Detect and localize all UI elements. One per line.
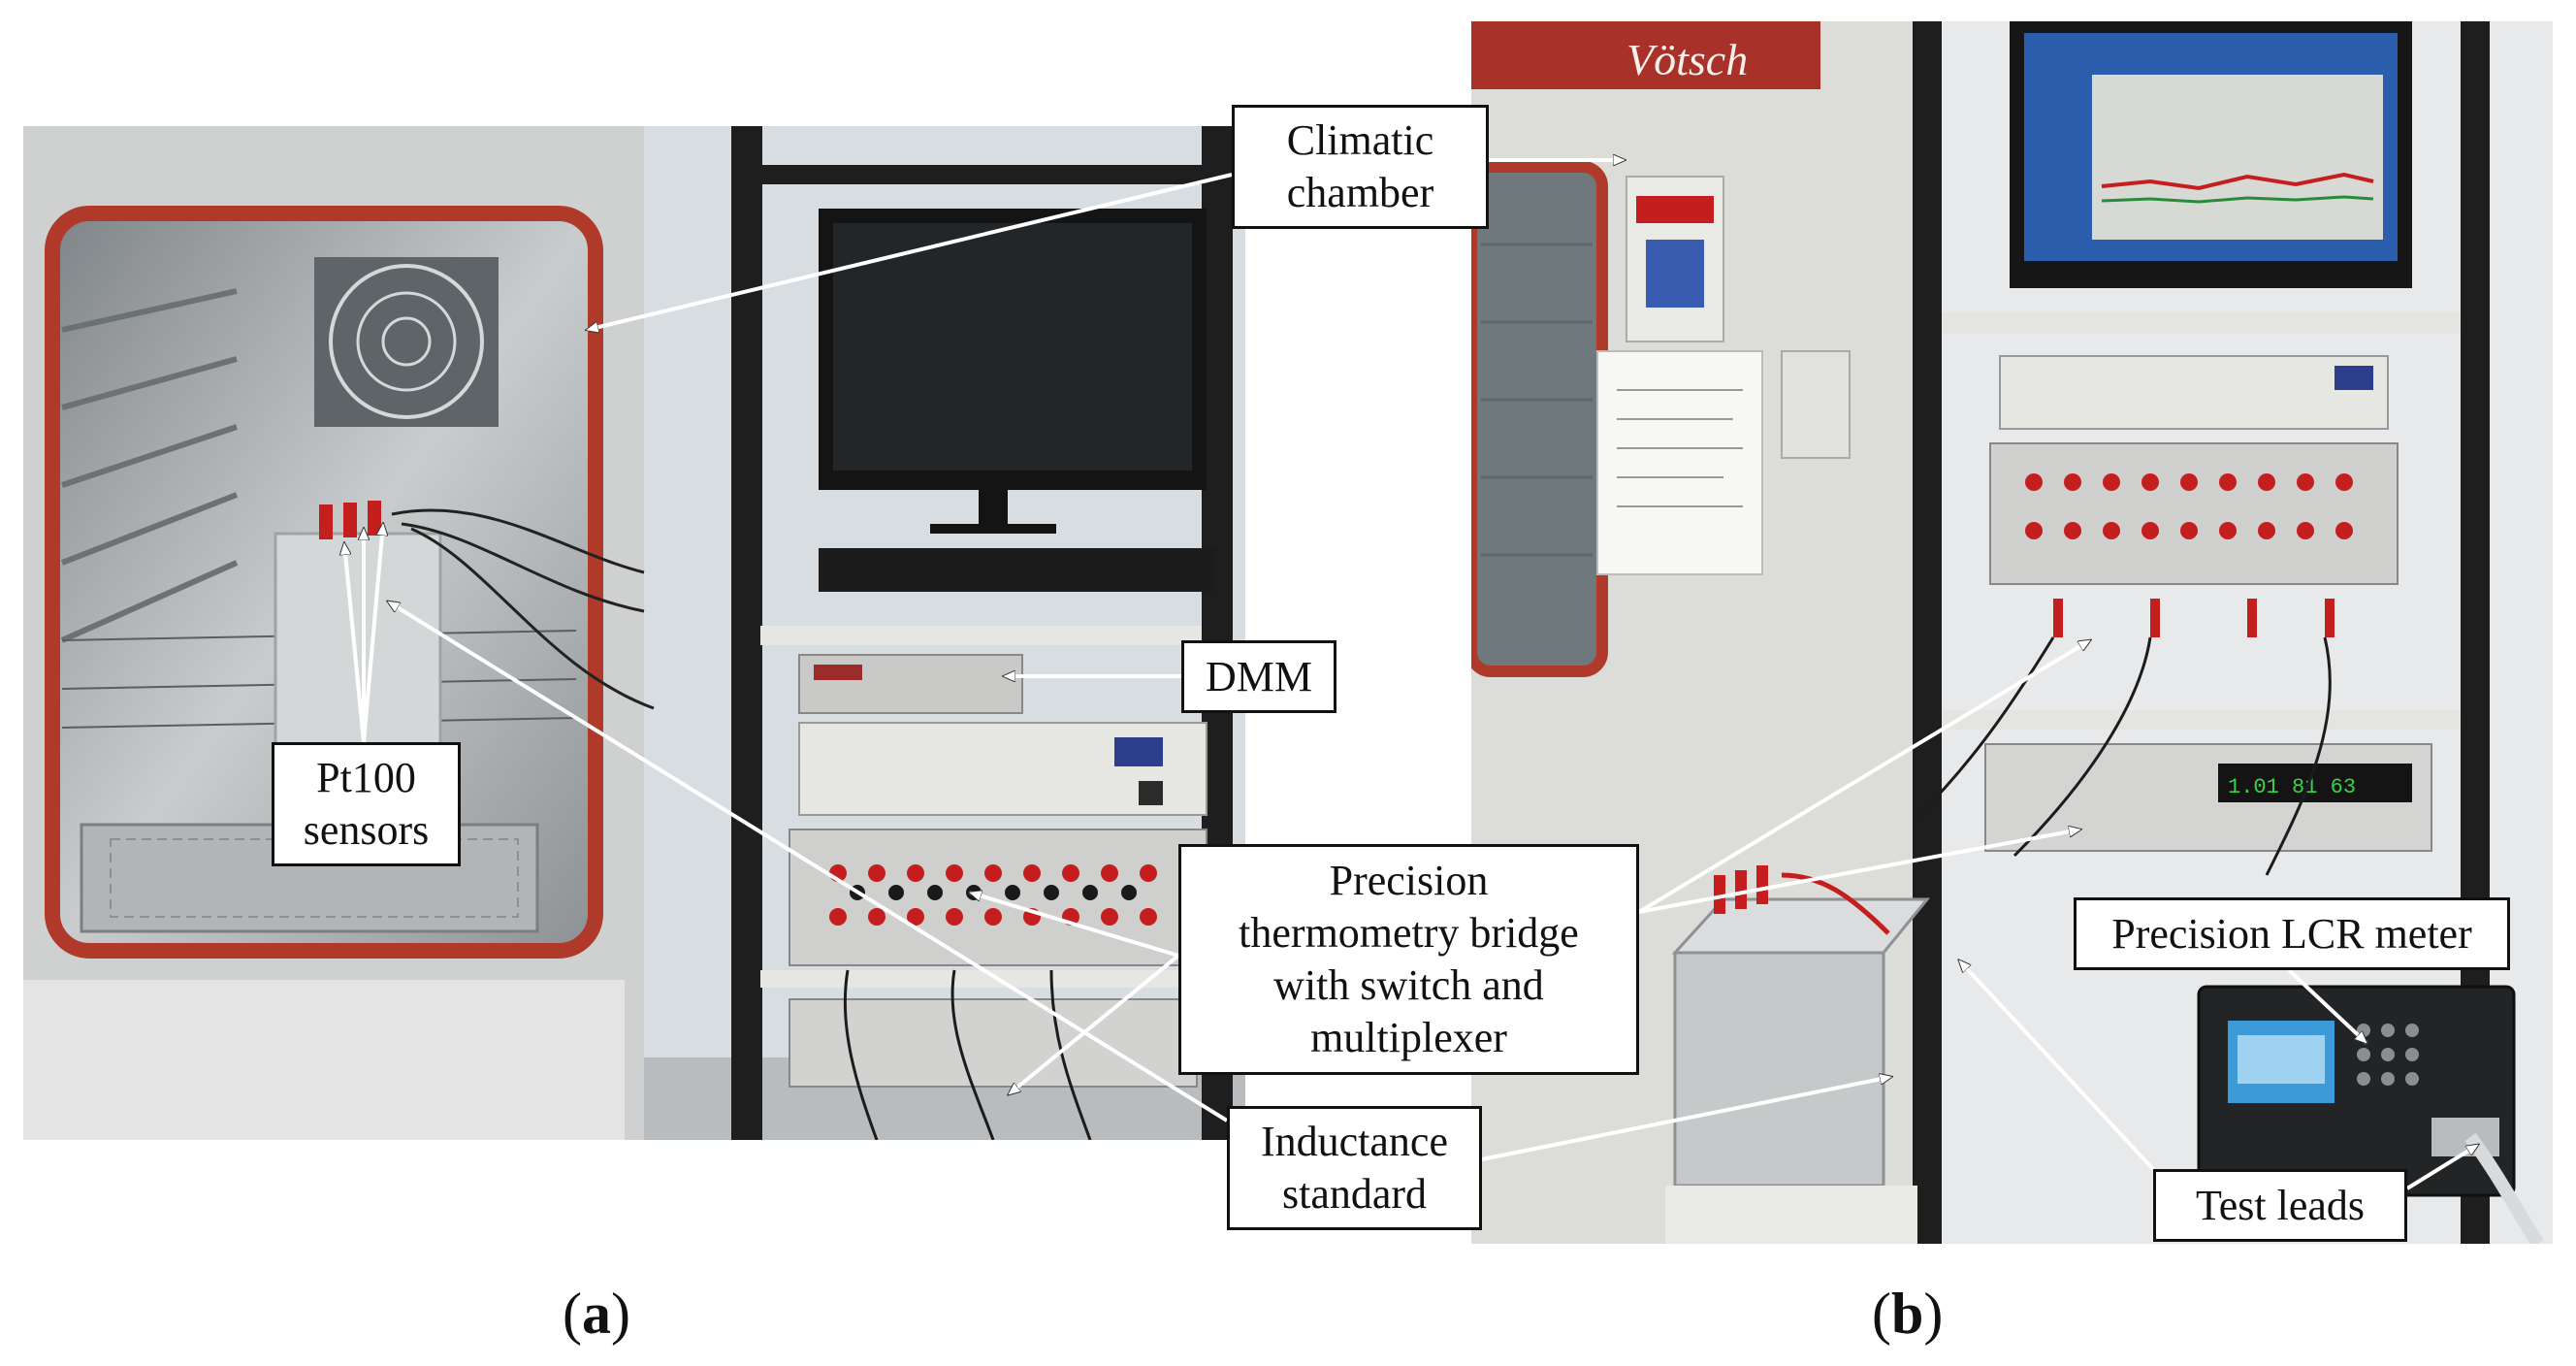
callout-bridge-line1: Precision: [1329, 857, 1489, 904]
panel-b-open: (: [1872, 1282, 1891, 1346]
callout-bridge-line3: with switch and: [1273, 961, 1544, 1009]
callout-dmm: DMM: [1181, 640, 1336, 713]
callout-pt100-sensors: Pt100 sensors: [272, 742, 461, 866]
callout-test-leads: Test leads: [2153, 1169, 2407, 1242]
display-reading: 1.01 81 63: [2228, 775, 2356, 799]
callout-bridge-line4: multiplexer: [1310, 1014, 1507, 1061]
panel-b-close: ): [1923, 1282, 1944, 1346]
photo-panel-a: [23, 126, 1245, 1140]
panel-a-close: ): [610, 1282, 630, 1346]
panel-label-b: (b): [1872, 1281, 1943, 1348]
callout-climatic-chamber: Climatic chamber: [1232, 105, 1489, 229]
callout-test-leads-label: Test leads: [2195, 1181, 2366, 1229]
photo-a-illustration: [23, 126, 1245, 1140]
callout-inductance-line2: standard: [1281, 1170, 1428, 1218]
callout-bridge-line2: thermometry bridge: [1239, 909, 1579, 957]
photo-panel-b: Vötsch: [1471, 21, 2553, 1244]
panel-b-letter: b: [1890, 1282, 1924, 1346]
panel-a-letter: a: [581, 1282, 611, 1346]
callout-thermometry-bridge: Precision thermometry bridge with switch…: [1178, 844, 1639, 1075]
callout-climatic-chamber-line2: chamber: [1286, 169, 1434, 216]
callout-pt100-line2: sensors: [303, 806, 430, 854]
callout-inductance-standard: Inductance standard: [1227, 1106, 1482, 1230]
callout-dmm-label: DMM: [1205, 652, 1313, 700]
panel-label-a: (a): [563, 1281, 630, 1348]
callout-lcr-meter: Precision LCR meter: [2074, 897, 2510, 970]
panel-a-open: (: [563, 1282, 582, 1346]
callout-climatic-chamber-line1: Climatic: [1286, 116, 1434, 164]
callout-lcr-meter-label: Precision LCR meter: [2111, 909, 2472, 958]
photo-b-illustration: Vötsch: [1471, 21, 2553, 1244]
chamber-brand: Vötsch: [1626, 35, 1748, 84]
callout-pt100-line1: Pt100: [316, 754, 416, 801]
callout-inductance-line1: Inductance: [1261, 1118, 1448, 1165]
